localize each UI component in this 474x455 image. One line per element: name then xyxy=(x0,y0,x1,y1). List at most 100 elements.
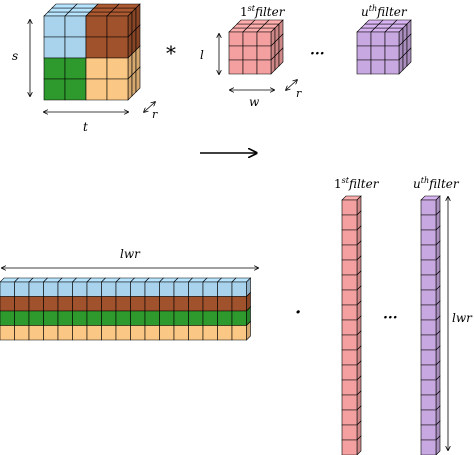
filteru-front-cell xyxy=(370,31,386,47)
flat-front-cell xyxy=(130,310,146,326)
flat-front-cell xyxy=(173,325,189,341)
w-label: w xyxy=(249,95,260,109)
input-front-cell xyxy=(85,57,108,80)
colu-front-cell xyxy=(420,379,437,396)
input-front-cell xyxy=(43,36,66,59)
input-front-cell xyxy=(43,15,66,38)
flat-front-cell xyxy=(43,296,59,312)
flat-front-cell xyxy=(72,296,88,312)
filter1-front-cell xyxy=(242,59,258,75)
col1-front-cell xyxy=(341,409,358,426)
first-filter-label-top: 1stfilter xyxy=(240,4,286,19)
uth-filter-cube xyxy=(356,19,412,75)
flat-front-cell xyxy=(202,281,218,297)
filter1-front-cell xyxy=(256,31,272,47)
input-front-cell xyxy=(106,78,129,101)
uth-filter-label-top: uthfilter xyxy=(361,4,408,19)
colu-front-cell xyxy=(420,349,437,366)
t-label: t xyxy=(83,120,88,134)
filteru-front-cell xyxy=(384,31,400,47)
flat-front-cell xyxy=(72,325,88,341)
input-side-cell xyxy=(127,74,133,101)
filteru-front-cell xyxy=(356,45,372,61)
filter1-front-cell xyxy=(228,45,244,61)
flat-front-cell xyxy=(188,281,204,297)
input-front-cell xyxy=(64,15,87,38)
flat-front-cell xyxy=(188,310,204,326)
flat-front-cell xyxy=(231,310,247,326)
ellipsis-bottom: ··· xyxy=(383,310,398,326)
col1-front-cell xyxy=(341,214,358,231)
input-front-cell xyxy=(106,57,129,80)
s-label: s xyxy=(12,49,18,63)
flat-front-cell xyxy=(115,296,131,312)
flat-front-cell xyxy=(115,281,131,297)
flat-front-cell xyxy=(231,281,247,297)
flat-front-cell xyxy=(28,310,44,326)
colu-front-cell xyxy=(420,334,437,351)
colu-front-cell xyxy=(420,214,437,231)
input-tensor-cube xyxy=(43,3,141,101)
filter1-side-cell xyxy=(278,47,284,67)
flat-front-cell xyxy=(86,281,102,297)
input-front-cell xyxy=(106,36,129,59)
r-dimension-arrow-top xyxy=(144,102,155,112)
flat-front-cell xyxy=(14,325,30,341)
flat-front-cell xyxy=(86,325,102,341)
flat-front-cell xyxy=(43,310,59,326)
uth-filter-label-bottom: uthfilter xyxy=(413,176,460,191)
flat-front-cell xyxy=(14,310,30,326)
col1-front-cell xyxy=(341,259,358,276)
col1-front-cell xyxy=(341,439,358,455)
col1-front-cell xyxy=(341,244,358,261)
lwr-horizontal-label: lwr xyxy=(120,247,141,261)
input-front-cell xyxy=(43,57,66,80)
col1-front-cell xyxy=(341,364,358,381)
input-front-cell xyxy=(106,15,129,38)
filteru-front-cell xyxy=(356,59,372,75)
flat-front-cell xyxy=(28,325,44,341)
flat-front-cell xyxy=(144,310,160,326)
colu-front-cell xyxy=(420,409,437,426)
flat-front-cell xyxy=(72,281,88,297)
flat-front-cell xyxy=(86,296,102,312)
flat-front-cell xyxy=(159,296,175,312)
filter1-front-cell xyxy=(256,45,272,61)
flat-front-cell xyxy=(202,310,218,326)
input-front-cell xyxy=(85,78,108,101)
filteru-side-cell xyxy=(406,47,412,67)
flat-front-cell xyxy=(202,296,218,312)
filter1-front-cell xyxy=(242,31,258,47)
flat-front-cell xyxy=(173,310,189,326)
colu-front-cell xyxy=(420,289,437,306)
flat-front-cell xyxy=(101,281,117,297)
flat-front-cell xyxy=(14,281,30,297)
dot-product-symbol: · xyxy=(295,302,301,323)
flat-front-cell xyxy=(0,325,15,341)
input-front-cell xyxy=(85,15,108,38)
filteru-front-cell xyxy=(356,31,372,47)
colu-front-cell xyxy=(420,424,437,441)
colu-front-cell xyxy=(420,364,437,381)
colu-front-cell xyxy=(420,229,437,246)
col1-front-cell xyxy=(341,379,358,396)
filter1-front-cell xyxy=(228,31,244,47)
lwr-vertical-label: lwr xyxy=(452,311,473,325)
ellipsis-top: ··· xyxy=(310,46,325,62)
filter1-front-cell xyxy=(228,59,244,75)
input-front-cell xyxy=(43,78,66,101)
flat-front-cell xyxy=(217,296,233,312)
input-side-cell xyxy=(135,66,141,93)
filter1-front-cell xyxy=(242,45,258,61)
colu-front-cell xyxy=(420,319,437,336)
col1-front-cell xyxy=(341,229,358,246)
uth-filter-column xyxy=(420,195,441,455)
flat-front-cell xyxy=(86,310,102,326)
flat-front-cell xyxy=(159,325,175,341)
input-front-cell xyxy=(85,36,108,59)
filter1-front-cell xyxy=(256,59,272,75)
flat-front-cell xyxy=(0,281,15,297)
col1-front-cell xyxy=(341,349,358,366)
flattened-input-matrix xyxy=(0,277,252,341)
flat-front-cell xyxy=(130,281,146,297)
